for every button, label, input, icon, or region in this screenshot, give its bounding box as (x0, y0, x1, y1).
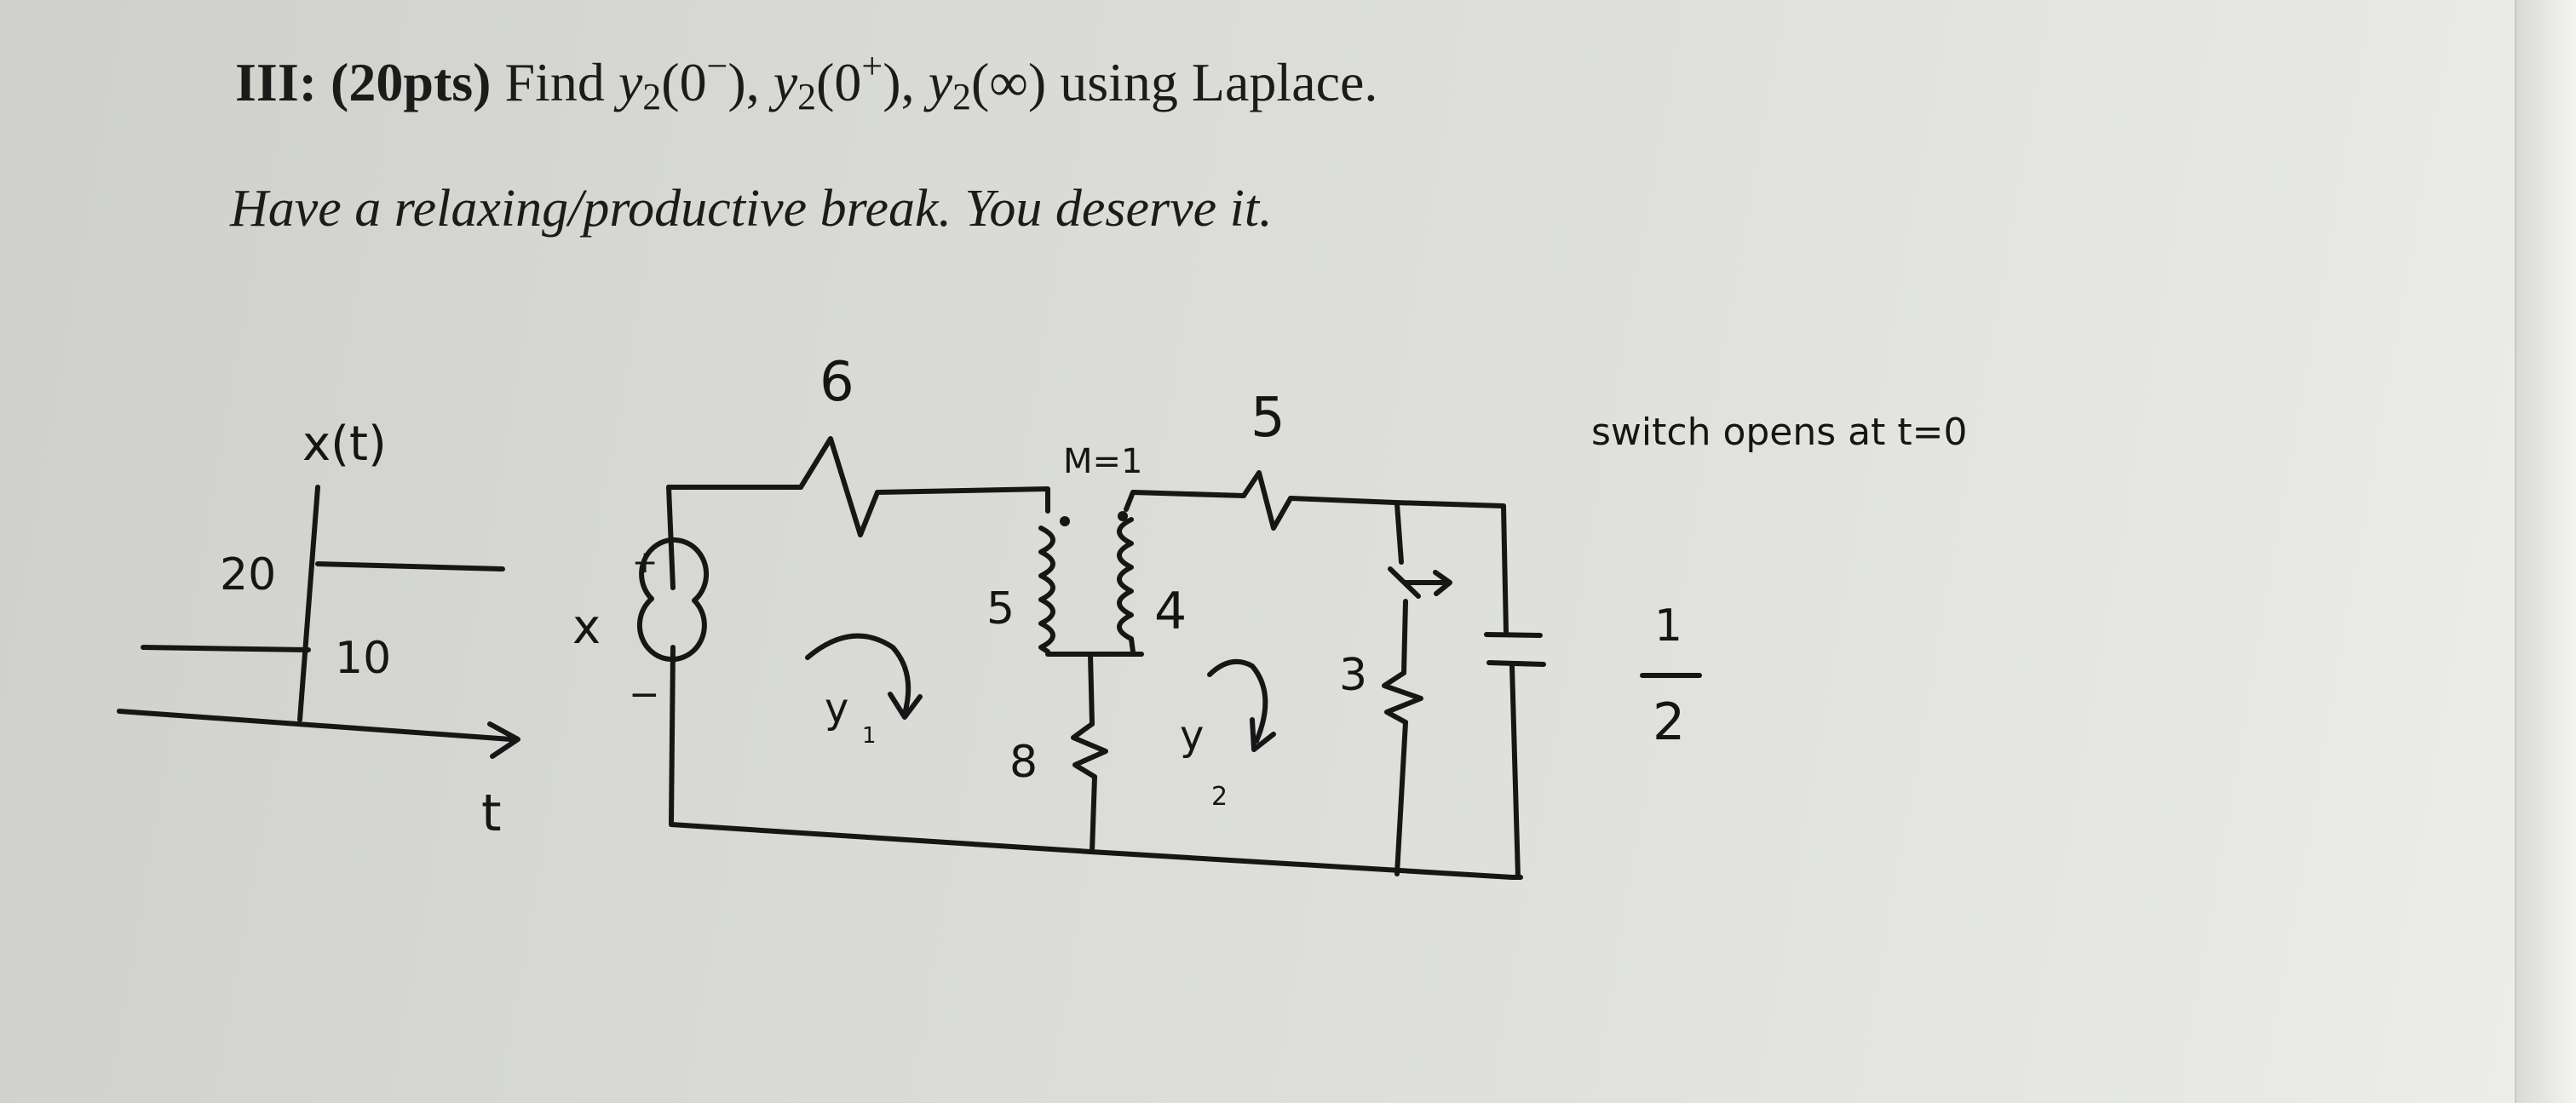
heading-tail: using Laplace. (1060, 52, 1378, 112)
cap-denominator-label: 2 (1653, 692, 1685, 752)
wire-switch-upper (1394, 502, 1404, 565)
graph-level-10-line (141, 645, 311, 652)
q1-sup: − (706, 45, 728, 87)
wire-cap-upper (1501, 503, 1509, 635)
resistor-8-zigzag (1071, 721, 1108, 779)
wire-left-vertical (666, 485, 676, 590)
wire-cap-lower (1509, 664, 1521, 880)
graph-title-label: x(t) (302, 416, 387, 472)
paper-edge (2515, 0, 2576, 1103)
inductor-4-coil (1117, 517, 1136, 654)
problem-number: III: (235, 52, 318, 112)
coupling-dot-left (1060, 516, 1070, 526)
wire-top-middle (875, 486, 1050, 514)
graph-time-arrow (487, 721, 520, 759)
mesh-2-label: y (1180, 712, 1204, 760)
y2-sub-2: 2 (797, 76, 817, 118)
y2-sub-3: 2 (952, 76, 971, 118)
mesh-2-subscript: 2 (1211, 782, 1228, 812)
switch-arrow (1403, 570, 1452, 596)
switch-note: switch opens at t=0 (1591, 411, 1967, 454)
mesh-2-arrowhead (1250, 717, 1276, 752)
q2-close: ), (883, 52, 915, 112)
find-word: Find (504, 52, 605, 112)
resistor-5-zigzag (1241, 470, 1293, 531)
mesh-1-label: y (825, 685, 848, 732)
mesh-1-arrow (805, 633, 911, 716)
resistor-3-label: 3 (1339, 650, 1367, 701)
voltage-source-circle (636, 537, 710, 663)
wire-switch-lower (1401, 599, 1408, 675)
inductor-4-label: 4 (1154, 582, 1187, 641)
wire-inductor-right-top (1124, 490, 1246, 512)
cap-numerator-label: 1 (1654, 600, 1682, 652)
wire-r8-upper (1088, 652, 1095, 727)
y2-var-1: y (618, 52, 643, 112)
wire-r8-lower (1090, 774, 1097, 854)
mesh-2-arrow (1207, 658, 1268, 744)
q1-arg: (0 (661, 52, 707, 112)
graph-level-20-line (315, 561, 505, 572)
wire-bottom (669, 822, 1523, 880)
graph-time-axis (117, 709, 514, 742)
y2-sub-1: 2 (642, 76, 662, 118)
graph-t-axis-label: t (481, 784, 502, 843)
problem-points: (20pts) (331, 52, 492, 112)
inductor-5-coil (1038, 526, 1055, 654)
source-minus-label: − (629, 673, 660, 716)
resistor-6-zigzag (798, 436, 880, 537)
mesh-1-arrowhead (888, 692, 923, 720)
inductor-5-label: 5 (986, 583, 1015, 635)
resistor-5-label: 5 (1251, 387, 1285, 450)
y2-var-3: y (928, 52, 952, 112)
q1-close: ), (727, 52, 760, 112)
wire-r3-lower (1394, 720, 1408, 876)
source-plus-label: + (632, 545, 658, 580)
wire-left-lower (669, 645, 676, 827)
problem-heading: III: (20pts) Find y2(0−), y2(0+), y2(∞) … (235, 32, 1377, 131)
graph-vertical-axis (297, 485, 320, 722)
q3-arg: (∞) (970, 52, 1047, 112)
y2-var-2: y (773, 52, 798, 112)
graph-level-20-label: 20 (220, 549, 276, 600)
capacitor-plate-bottom (1486, 660, 1546, 667)
graph-level-10-label: 10 (335, 633, 391, 684)
mutual-inductance-label: M=1 (1063, 442, 1142, 481)
source-label: x (572, 600, 601, 655)
mesh-1-subscript: 1 (862, 723, 877, 749)
q2-arg: (0 (816, 52, 862, 112)
resistor-3-zigzag (1382, 670, 1423, 725)
coupling-dot-right (1118, 511, 1128, 521)
resistor-8-label: 8 (1009, 737, 1038, 788)
q2-sup: + (861, 45, 883, 87)
resistor-6-label: 6 (819, 351, 854, 414)
encouragement-text: Have a relaxing/productive break. You de… (230, 180, 1273, 238)
